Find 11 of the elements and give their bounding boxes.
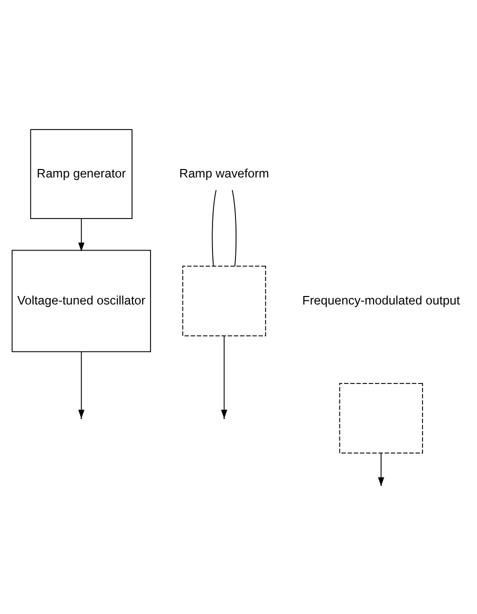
label: Frequency-modulated output — [302, 292, 460, 307]
arrow — [78, 350, 84, 418]
node-box — [339, 382, 423, 454]
connector — [212, 189, 217, 266]
node-box: Voltage-tuned oscillator — [12, 249, 151, 352]
arrow — [221, 334, 228, 418]
node-box — [182, 265, 266, 336]
node-text: Ramp waveform — [179, 166, 270, 180]
node-box: Ramp generator — [30, 128, 132, 219]
arrow — [78, 218, 84, 251]
connector — [232, 189, 236, 266]
